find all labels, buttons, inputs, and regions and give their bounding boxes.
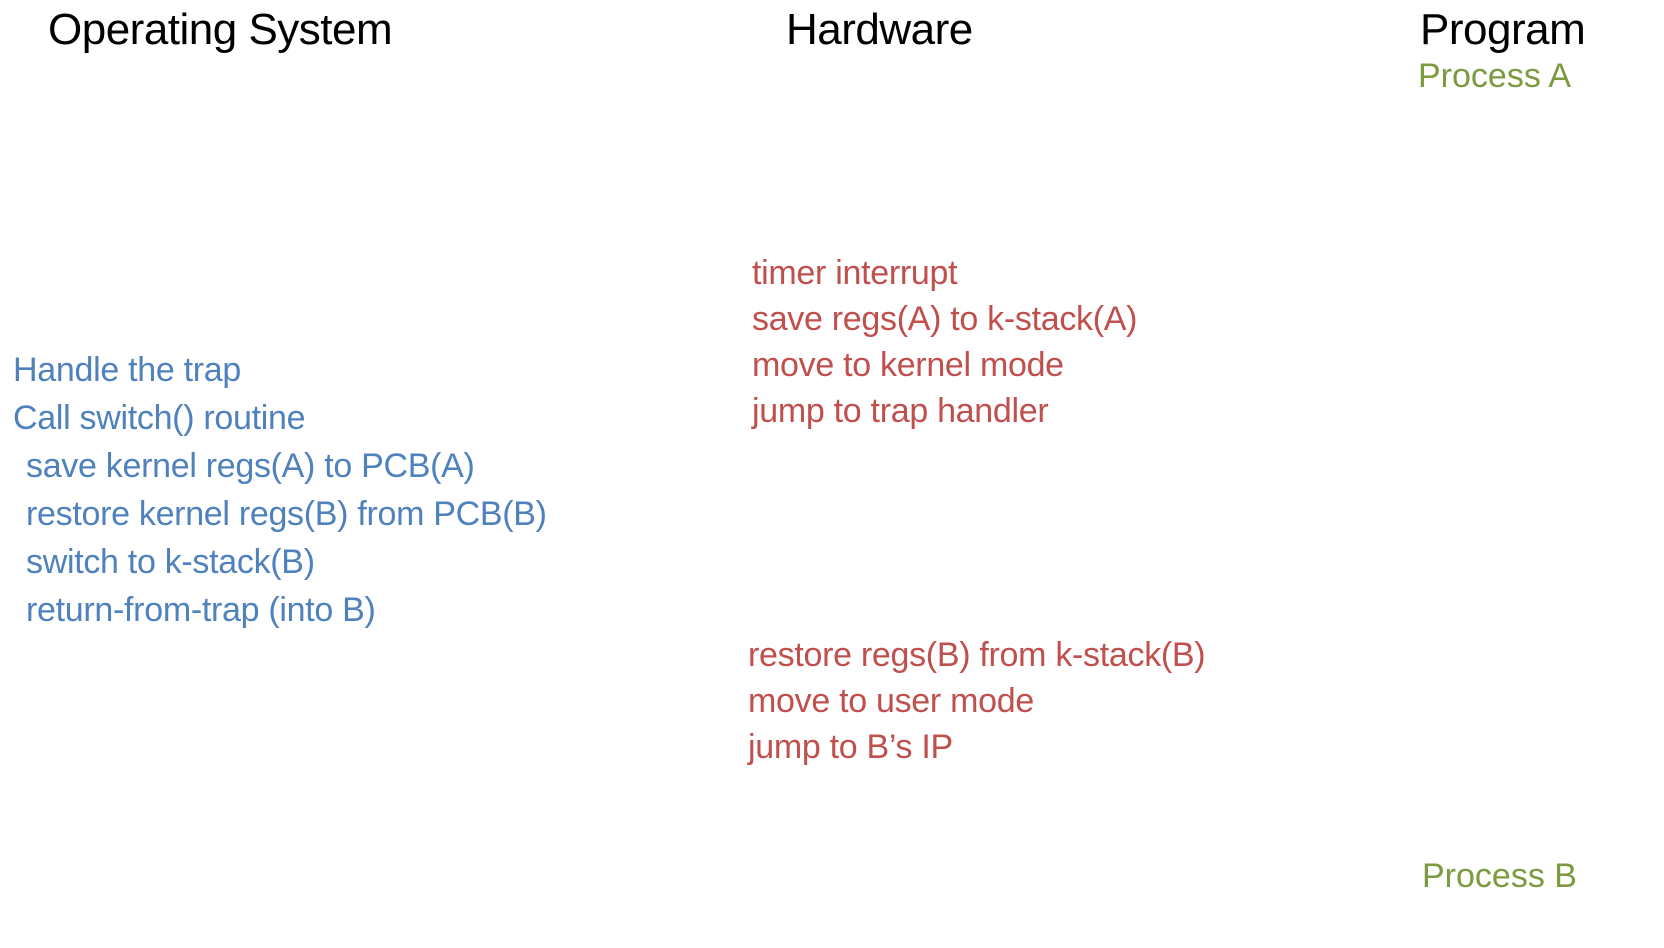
column-header-hardware: Hardware [786, 5, 973, 54]
hardware-step: timer interrupt [752, 254, 958, 292]
hardware-step: save regs(A) to k-stack(A) [752, 300, 1138, 338]
hardware-step: jump to trap handler [752, 392, 1049, 430]
os-step: return-from-trap (into B) [26, 591, 376, 629]
column-header-operating-system: Operating System [48, 5, 393, 54]
os-step: Handle the trap [13, 351, 241, 389]
column-header-program: Program [1420, 5, 1586, 54]
process-a-label: Process A [1418, 57, 1572, 95]
os-step: save kernel regs(A) to PCB(A) [26, 447, 475, 485]
process-b-label: Process B [1422, 857, 1577, 895]
hardware-step: restore regs(B) from k-stack(B) [748, 636, 1206, 674]
os-step: restore kernel regs(B) from PCB(B) [26, 495, 547, 533]
hardware-restore-steps: restore regs(B) from k-stack(B) move to … [748, 632, 1206, 770]
os-step: switch to k-stack(B) [26, 543, 315, 581]
hardware-step: move to kernel mode [752, 346, 1064, 384]
os-step: Call switch() routine [13, 399, 306, 437]
os-switch-steps: Handle the trap Call switch() routine sa… [13, 346, 547, 634]
hardware-interrupt-steps: timer interrupt save regs(A) to k-stack(… [752, 250, 1137, 434]
hardware-step: jump to B’s IP [748, 728, 953, 766]
hardware-step: move to user mode [748, 682, 1034, 720]
